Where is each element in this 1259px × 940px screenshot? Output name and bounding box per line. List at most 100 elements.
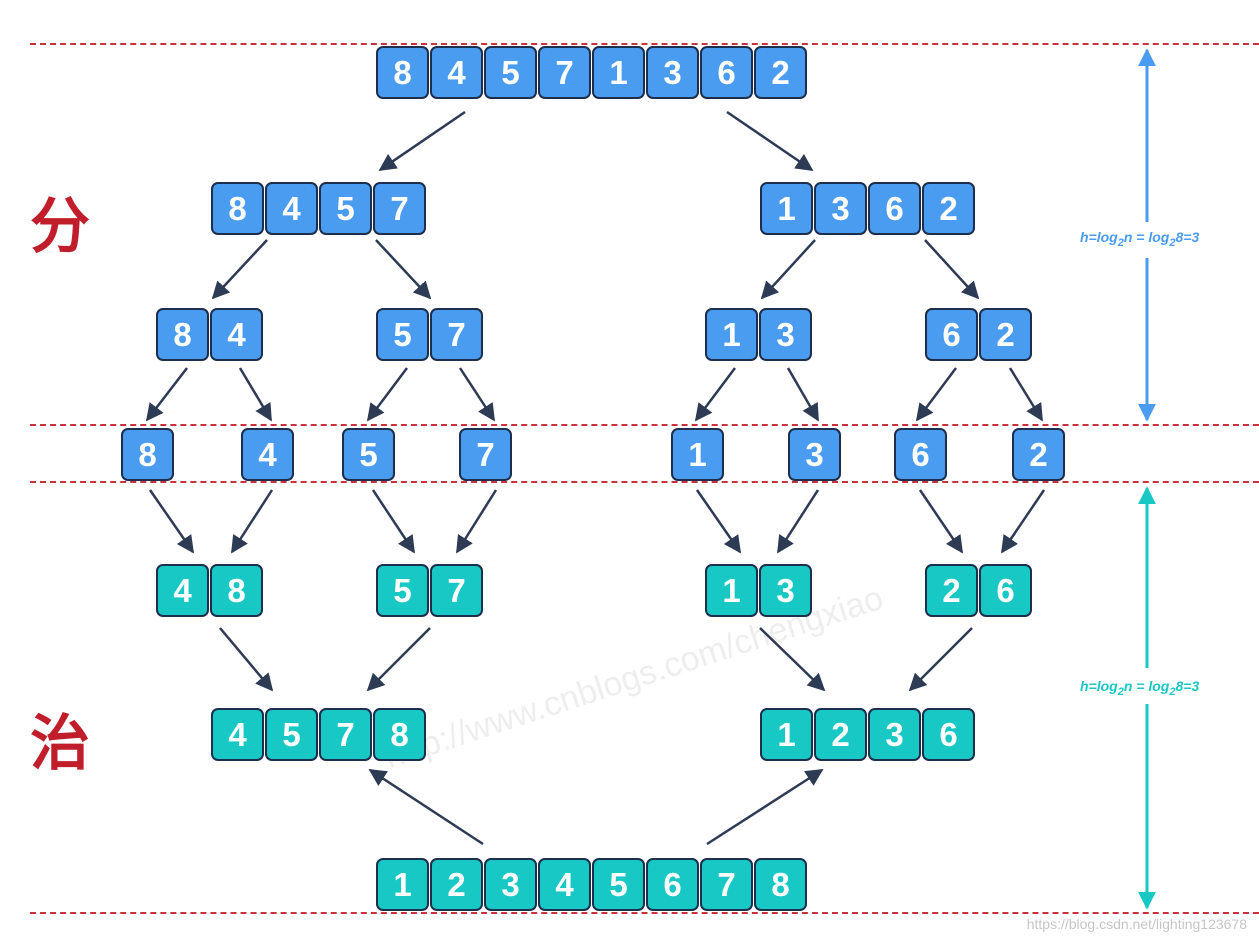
array-cell: 1	[376, 858, 429, 911]
height-label-part: 2	[1117, 236, 1124, 249]
height-label-part: 8=3	[1175, 678, 1200, 694]
array-cell: 7	[459, 428, 512, 481]
height-label-part: n = log	[1123, 229, 1170, 245]
array-cell: 3	[868, 708, 921, 761]
array-cell: 3	[814, 182, 867, 235]
array-cell: 8	[376, 46, 429, 99]
conquer-level1-array-c: 1 3	[705, 564, 812, 617]
height-label-part: 2	[1169, 685, 1176, 698]
array-cell: 4	[211, 708, 264, 761]
array-cell: 2	[925, 564, 978, 617]
arrow	[238, 367, 273, 422]
arrow	[726, 110, 814, 172]
array-cell: 5	[319, 182, 372, 235]
array-cell: 6	[922, 708, 975, 761]
conquer-level1-array-d: 2 6	[925, 564, 1032, 617]
array-cell: 4	[210, 308, 263, 361]
divide-level3-single-f: 3	[788, 428, 841, 481]
arrow	[786, 367, 820, 422]
arrow	[219, 627, 274, 692]
array-cell: 4	[538, 858, 591, 911]
arrow	[908, 627, 973, 692]
array-cell: 3	[484, 858, 537, 911]
array-cell: 3	[788, 428, 841, 481]
array-cell: 2	[922, 182, 975, 235]
array-cell: 3	[759, 308, 812, 361]
arrow	[368, 768, 484, 846]
conquer-level1-array-a: 4 8	[156, 564, 263, 617]
divide-level3-single-a: 8	[121, 428, 174, 481]
array-cell: 2	[979, 308, 1032, 361]
array-cell: 5	[592, 858, 645, 911]
divide-level2-array-c: 1 3	[705, 308, 812, 361]
array-cell: 6	[646, 858, 699, 911]
arrow	[148, 489, 195, 554]
divide-level1-right-array: 1 3 6 2	[760, 182, 975, 235]
conquer-level1-array-b: 5 7	[376, 564, 483, 617]
arrow	[230, 489, 274, 554]
array-cell: 1	[760, 182, 813, 235]
guide-line-split-end	[30, 424, 1259, 426]
arrow	[918, 489, 964, 554]
arrow	[458, 367, 496, 422]
height-label-part: 2	[1169, 236, 1176, 249]
arrow	[915, 367, 957, 422]
array-cell: 8	[121, 428, 174, 481]
divide-level3-single-h: 2	[1012, 428, 1065, 481]
divide-level3-single-b: 4	[241, 428, 294, 481]
arrow	[760, 239, 816, 300]
arrow	[371, 489, 416, 554]
array-cell: 7	[700, 858, 753, 911]
array-cell: 4	[156, 564, 209, 617]
conquer-label: 治	[30, 709, 90, 779]
height-label-part: n = log	[1123, 678, 1170, 694]
array-cell: 5	[265, 708, 318, 761]
source-credit: https://blog.csdn.net/lighting123678	[1026, 916, 1247, 932]
arrow	[706, 768, 824, 846]
divide-level3-single-d: 7	[459, 428, 512, 481]
array-cell: 6	[979, 564, 1032, 617]
array-cell: 2	[1012, 428, 1065, 481]
array-cell: 1	[671, 428, 724, 481]
arrow	[695, 489, 742, 554]
arrow	[455, 489, 498, 554]
array-cell: 7	[430, 564, 483, 617]
arrow	[776, 489, 820, 554]
guide-line-merge-start	[30, 481, 1259, 483]
array-cell: 4	[430, 46, 483, 99]
array-cell: 8	[754, 858, 807, 911]
array-cell: 3	[759, 564, 812, 617]
arrow	[759, 627, 826, 692]
array-cell: 2	[814, 708, 867, 761]
array-cell: 7	[319, 708, 372, 761]
height-label-divide: h=log2n = log28=3	[1080, 227, 1200, 251]
divide-level2-array-b: 5 7	[376, 308, 483, 361]
divide-label: 分	[30, 192, 90, 262]
array-cell: 7	[538, 46, 591, 99]
divide-level2-array-a: 8 4	[156, 308, 263, 361]
divide-level3-single-g: 6	[894, 428, 947, 481]
arrow	[366, 627, 431, 692]
array-cell: 4	[241, 428, 294, 481]
arrow	[924, 239, 980, 300]
arrow	[694, 367, 736, 422]
array-cell: 8	[210, 564, 263, 617]
array-cell: 7	[430, 308, 483, 361]
height-label-part: h=log	[1080, 678, 1118, 694]
divide-level3-single-c: 5	[342, 428, 395, 481]
array-cell: 6	[894, 428, 947, 481]
divide-level2-array-d: 6 2	[925, 308, 1032, 361]
conquer-level2-left-array: 4 5 7 8	[211, 708, 426, 761]
arrow	[375, 239, 432, 300]
array-cell: 1	[705, 564, 758, 617]
guide-line-bottom	[30, 912, 1259, 914]
array-cell: 5	[484, 46, 537, 99]
array-cell: 2	[754, 46, 807, 99]
divide-level3-single-e: 1	[671, 428, 724, 481]
array-cell: 6	[868, 182, 921, 235]
arrow	[1000, 489, 1046, 554]
array-cell: 1	[705, 308, 758, 361]
arrow	[1008, 367, 1044, 422]
array-cell: 6	[925, 308, 978, 361]
